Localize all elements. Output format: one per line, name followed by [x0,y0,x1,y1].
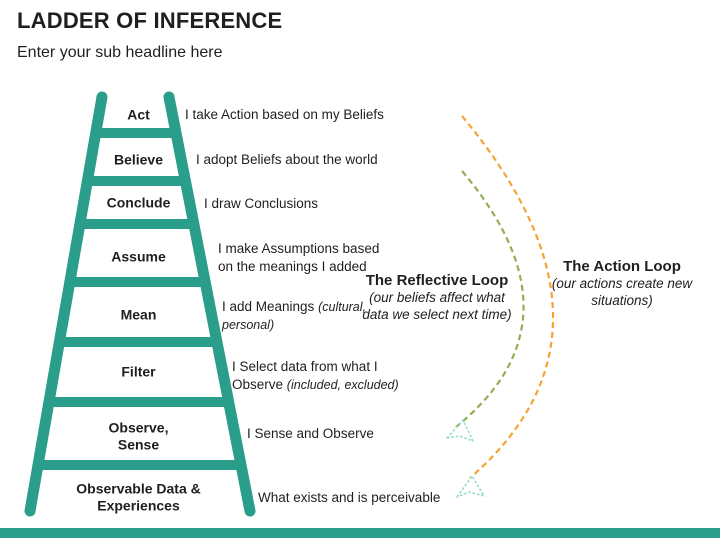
description-text: I Select data from what I Observe [232,358,378,392]
ladder-right-rail [163,91,256,517]
action-loop-arrow [461,115,555,479]
ladder-step-description: I add Meanings (cultural, personal) [222,298,372,334]
description-text: What exists and is perceivable [258,489,441,505]
action-loop-arrowhead-icon [456,475,485,498]
reflective-loop-caption: The Reflective Loop (our beliefs affect … [362,272,512,324]
ladder-step-description: I draw Conclusions [204,195,404,213]
ladder-step-label-mean: Mean [120,306,157,323]
description-text: I make Assumptions based on the meanings… [218,240,380,274]
reflective-loop-arrow [455,170,525,428]
ladder-step-description: I take Action based on my Beliefs [185,106,415,124]
description-text: I take Action based on my Beliefs [185,106,384,122]
ladder-left-rail [24,91,108,517]
reflective-loop-arrowhead-icon [446,419,474,442]
page-subtitle: Enter your sub headline here [17,44,223,61]
ladder-step-label-act: Act [127,106,150,123]
ladder-step-label-assume: Assume [111,248,166,265]
description-note: (cultural, personal) [222,299,367,332]
ladder-step-description: I Select data from what I Observe (inclu… [232,358,412,394]
ladder-step-description: I make Assumptions based on the meanings… [218,240,386,276]
footer-accent-bar [0,528,720,538]
description-text: I add Meanings [222,298,315,314]
description-text: I Sense and Observe [247,425,374,441]
reflective-loop-title: The Reflective Loop [365,272,509,289]
ladder-step-label-believe: Believe [113,151,164,168]
ladder-step-description: I adopt Beliefs about the world [196,151,426,169]
reflective-loop-note: (our beliefs affect what data we select … [362,290,512,322]
page-title: LADDER OF INFERENCE [17,8,283,33]
ladder-step-description: What exists and is perceivable [258,489,488,507]
ladder-step-label-observe-sense: Observe, Sense [108,419,169,452]
description-note: (included, excluded) [286,378,399,392]
ladder-step-label-conclude: Conclude [106,194,171,211]
description-text: I adopt Beliefs about the world [196,151,378,167]
ladder-step-label-filter: Filter [121,363,156,380]
ladder-step-description: I Sense and Observe [247,425,447,443]
action-loop-title: The Action Loop [563,258,681,275]
ladder-step-label-observable-data: Observable Data & Experiences [76,480,201,513]
action-loop-caption: The Action Loop (our actions create new … [546,258,698,310]
action-loop-note: (our actions create new situations) [551,276,693,308]
description-text: I draw Conclusions [204,195,319,211]
